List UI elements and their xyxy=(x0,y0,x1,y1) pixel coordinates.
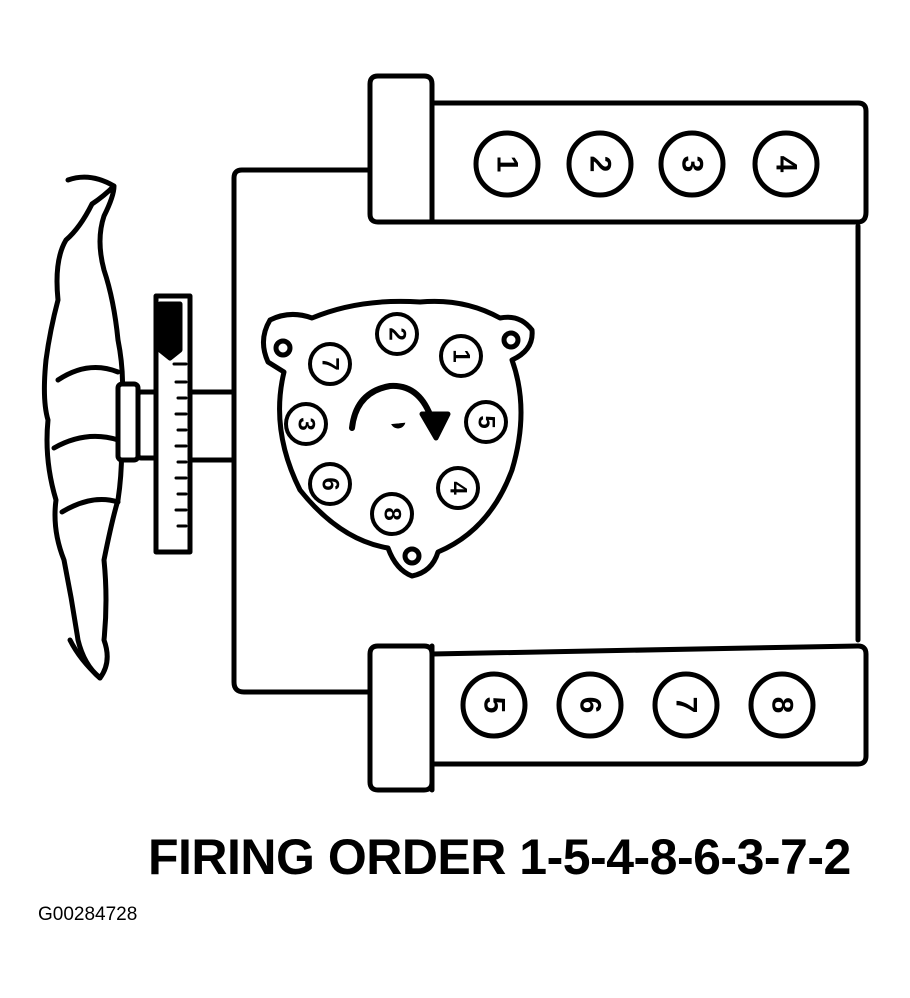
distributor-terminal-6: 6 xyxy=(308,462,352,506)
cylinder-rear-5: 5 xyxy=(460,671,528,739)
distributor-terminal-2: 2 xyxy=(375,312,419,356)
distributor-terminal-3: 3 xyxy=(284,402,328,446)
svg-text:7: 7 xyxy=(317,357,344,370)
fan-hub xyxy=(115,381,237,463)
svg-text:4: 4 xyxy=(445,481,472,495)
cooling-fan xyxy=(41,174,126,681)
svg-text:3: 3 xyxy=(293,417,320,430)
cylinder-front-2: 2 xyxy=(566,130,634,198)
svg-text:4: 4 xyxy=(770,156,803,173)
distributor-terminal-8: 8 xyxy=(370,492,414,536)
cylinder-rear-6: 6 xyxy=(556,671,624,739)
svg-text:5: 5 xyxy=(478,697,511,714)
svg-text:6: 6 xyxy=(317,477,344,490)
svg-text:3: 3 xyxy=(676,156,709,173)
cylinder-front-4: 4 xyxy=(752,130,820,198)
svg-text:1: 1 xyxy=(491,156,524,173)
cylinder-front-1: 1 xyxy=(473,130,541,198)
svg-text:2: 2 xyxy=(384,327,411,340)
svg-text:6: 6 xyxy=(574,697,607,714)
svg-text:7: 7 xyxy=(670,697,703,714)
distributor-terminal-1: 1 xyxy=(439,334,483,378)
distributor-terminal-7: 7 xyxy=(308,342,352,386)
svg-text:8: 8 xyxy=(766,697,799,714)
rotation-arrow xyxy=(349,382,435,431)
cylinder-rear-8: 8 xyxy=(748,671,816,739)
distributor-terminal-5: 5 xyxy=(464,400,508,444)
svg-text:2: 2 xyxy=(584,156,617,173)
firing-order-caption: FIRING ORDER 1-5-4-8-6-3-7-2 xyxy=(148,829,851,885)
cylinder-rear-7: 7 xyxy=(652,671,720,739)
timing-scale xyxy=(153,293,193,555)
svg-text:1: 1 xyxy=(448,349,475,362)
svg-text:5: 5 xyxy=(473,415,500,428)
svg-text:8: 8 xyxy=(379,507,406,520)
figure-id: G00284728 xyxy=(38,904,138,925)
distributor-terminal-4: 4 xyxy=(436,466,480,510)
cylinder-front-3: 3 xyxy=(658,130,726,198)
